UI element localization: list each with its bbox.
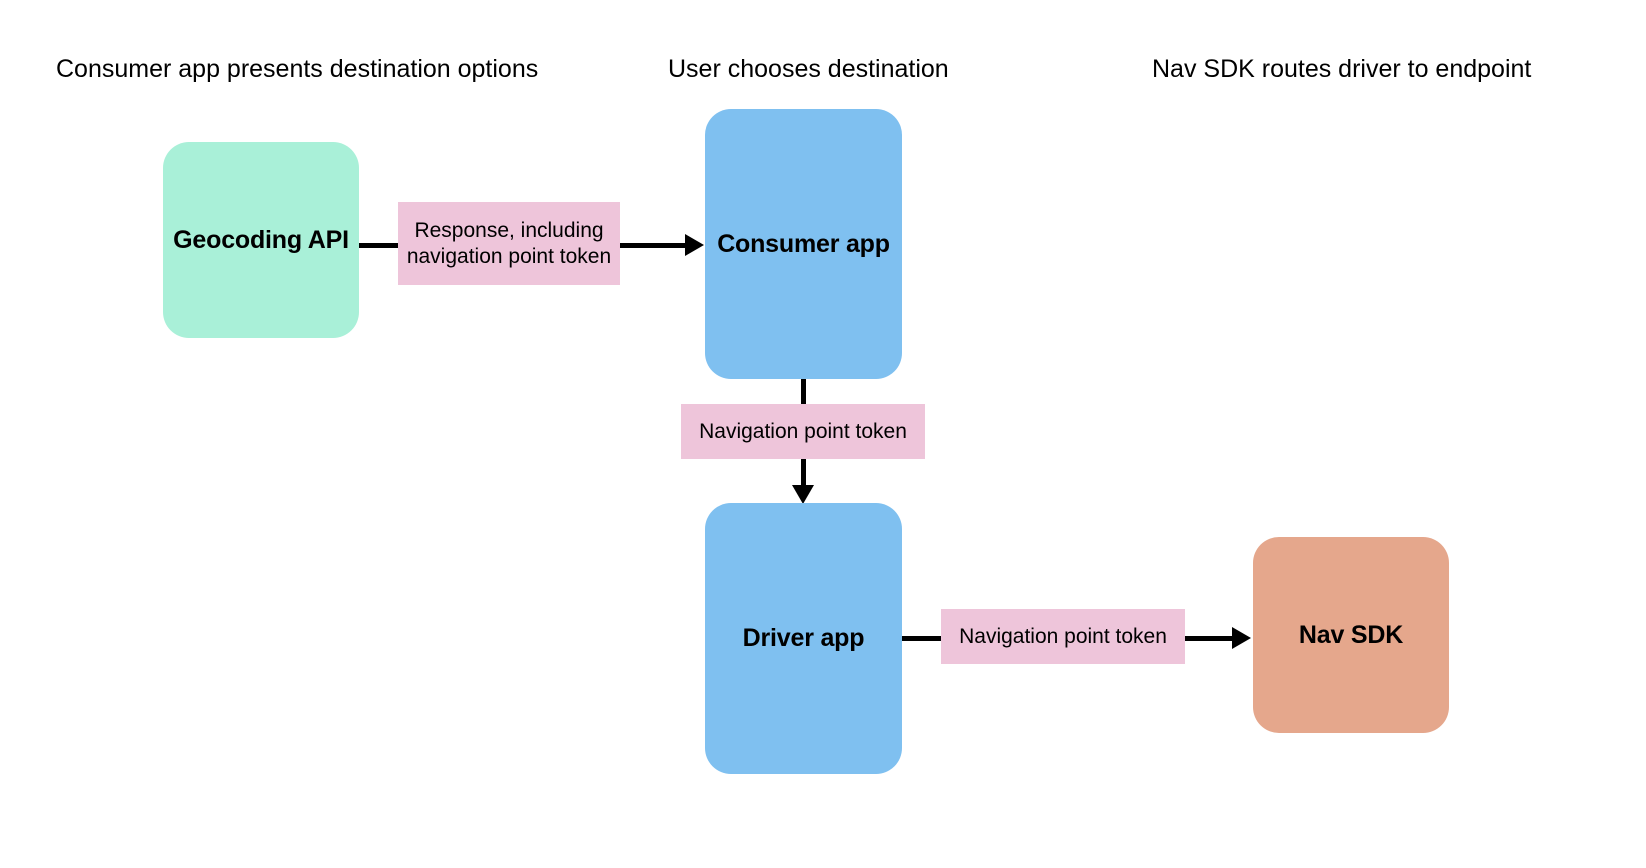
arrowhead-down-icon [792,485,814,504]
connector-label-to-consumer [619,243,685,248]
node-driver-app[interactable]: Driver app [705,503,902,774]
connector-geocoding-to-label [359,243,403,248]
node-consumer-app-label: Consumer app [717,229,890,258]
column-header-user-chooses: User chooses destination [668,55,949,83]
connector-label-to-navsdk [1184,636,1232,641]
connector-driver-to-label [902,636,942,641]
arrowhead-right-icon [685,234,704,256]
edge-label-navigation-point-token-driver-navsdk: Navigation point token [941,609,1185,664]
column-header-consumer-options: Consumer app presents destination option… [56,55,539,83]
column-header-nav-routes: Nav SDK routes driver to endpoint [1152,55,1532,83]
node-consumer-app[interactable]: Consumer app [705,109,902,379]
node-nav-sdk-label: Nav SDK [1298,620,1404,649]
node-geocoding-api[interactable]: Geocoding API [163,142,359,338]
connector-consumer-to-label [801,379,806,406]
edge-label-navigation-point-token-consumer-driver: Navigation point token [681,404,925,459]
connector-label-to-driver [801,458,806,489]
node-nav-sdk[interactable]: Nav SDK [1253,537,1449,733]
arrowhead-right-icon [1232,627,1251,649]
edge-label-response-navigation-point-token: Response, including navigation point tok… [398,202,620,285]
node-driver-app-label: Driver app [742,624,865,652]
node-geocoding-api-label: Geocoding API [173,225,349,254]
